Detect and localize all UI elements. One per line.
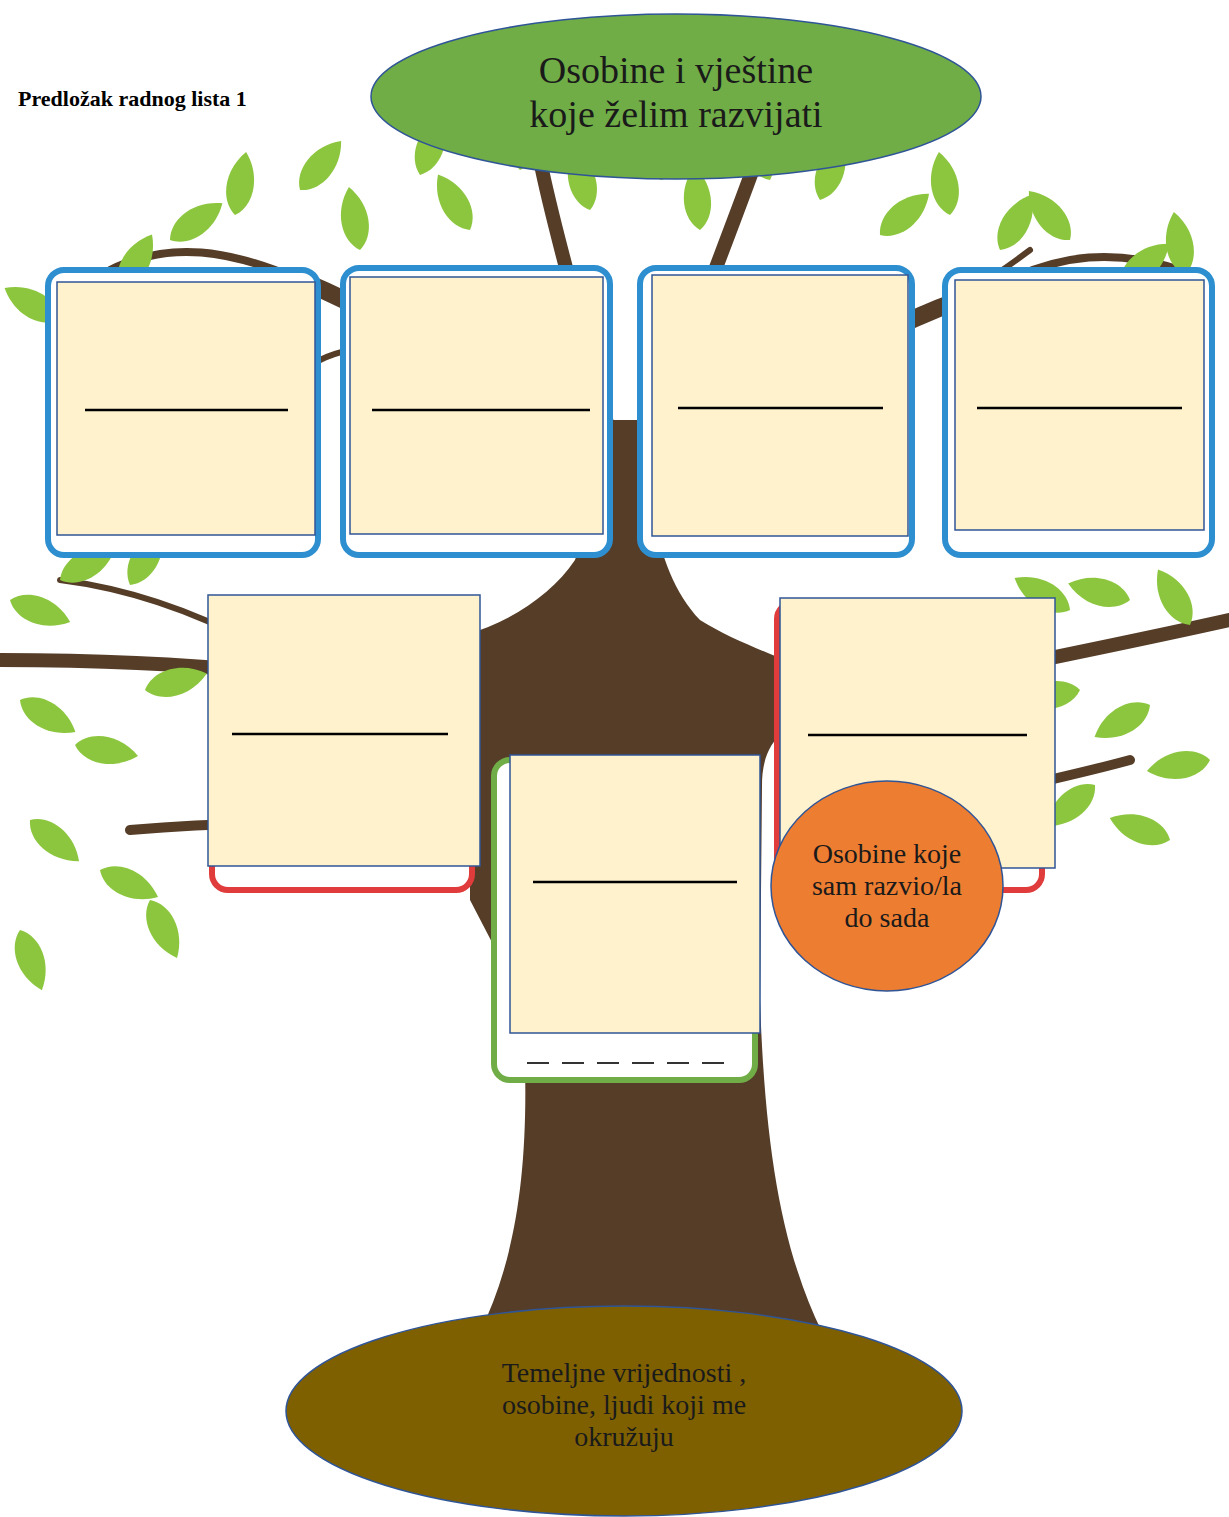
leaf bbox=[7, 925, 54, 994]
answer-line bbox=[85, 409, 288, 412]
ellipse-label: Osobine koje sam razvio/la do sada bbox=[770, 780, 1004, 992]
ellipse-label: Temeljne vrijednosti , osobine, ljudi ko… bbox=[285, 1305, 963, 1517]
answer-box bbox=[510, 755, 760, 1033]
answer-line bbox=[678, 407, 883, 410]
leaf bbox=[138, 894, 190, 963]
node-text: Osobine i vještine koje želim razvijati bbox=[506, 49, 846, 136]
leaf bbox=[290, 132, 352, 198]
leaf bbox=[222, 150, 260, 218]
leaf bbox=[73, 732, 141, 770]
leaf bbox=[336, 185, 374, 253]
leaf bbox=[1145, 747, 1213, 785]
box-frame bbox=[48, 270, 318, 555]
leaf bbox=[21, 810, 87, 872]
leaf bbox=[162, 192, 230, 251]
leaf bbox=[142, 660, 211, 703]
ellipse-shape bbox=[286, 1306, 962, 1516]
leaf bbox=[1065, 570, 1134, 613]
answer-box bbox=[350, 277, 603, 534]
answer-box bbox=[57, 282, 315, 535]
answer-box bbox=[208, 595, 480, 866]
leaf bbox=[926, 150, 964, 218]
box-frame bbox=[640, 268, 912, 555]
dashed-line bbox=[527, 1062, 735, 1064]
ellipse-label: Osobine i vještine koje želim razvijati bbox=[370, 13, 982, 180]
box-frame bbox=[945, 270, 1212, 555]
ellipse-shape bbox=[371, 14, 981, 179]
answer-lines bbox=[85, 408, 1182, 882]
ellipse-shape bbox=[771, 781, 1003, 991]
answer-box bbox=[652, 275, 908, 536]
leaf bbox=[1146, 563, 1201, 632]
answer-boxes bbox=[48, 268, 1212, 1080]
leaf bbox=[13, 688, 82, 743]
answer-line bbox=[808, 734, 1027, 737]
leaf bbox=[1105, 805, 1174, 852]
leaf bbox=[871, 184, 937, 246]
worksheet-title: Predložak radnog lista 1 bbox=[18, 86, 247, 112]
leaf bbox=[426, 168, 481, 237]
leaf bbox=[1019, 182, 1081, 248]
answer-line bbox=[533, 881, 737, 884]
answer-line bbox=[232, 733, 448, 736]
leaf bbox=[5, 587, 74, 634]
answer-box bbox=[955, 280, 1204, 530]
node-text: Osobine koje sam razvio/la do sada bbox=[797, 838, 977, 935]
answer-line bbox=[977, 407, 1182, 410]
leaf bbox=[1088, 693, 1157, 748]
box-frame bbox=[343, 268, 610, 555]
node-text: Temeljne vrijednosti , osobine, ljudi ko… bbox=[469, 1357, 779, 1454]
answer-line bbox=[372, 409, 590, 412]
